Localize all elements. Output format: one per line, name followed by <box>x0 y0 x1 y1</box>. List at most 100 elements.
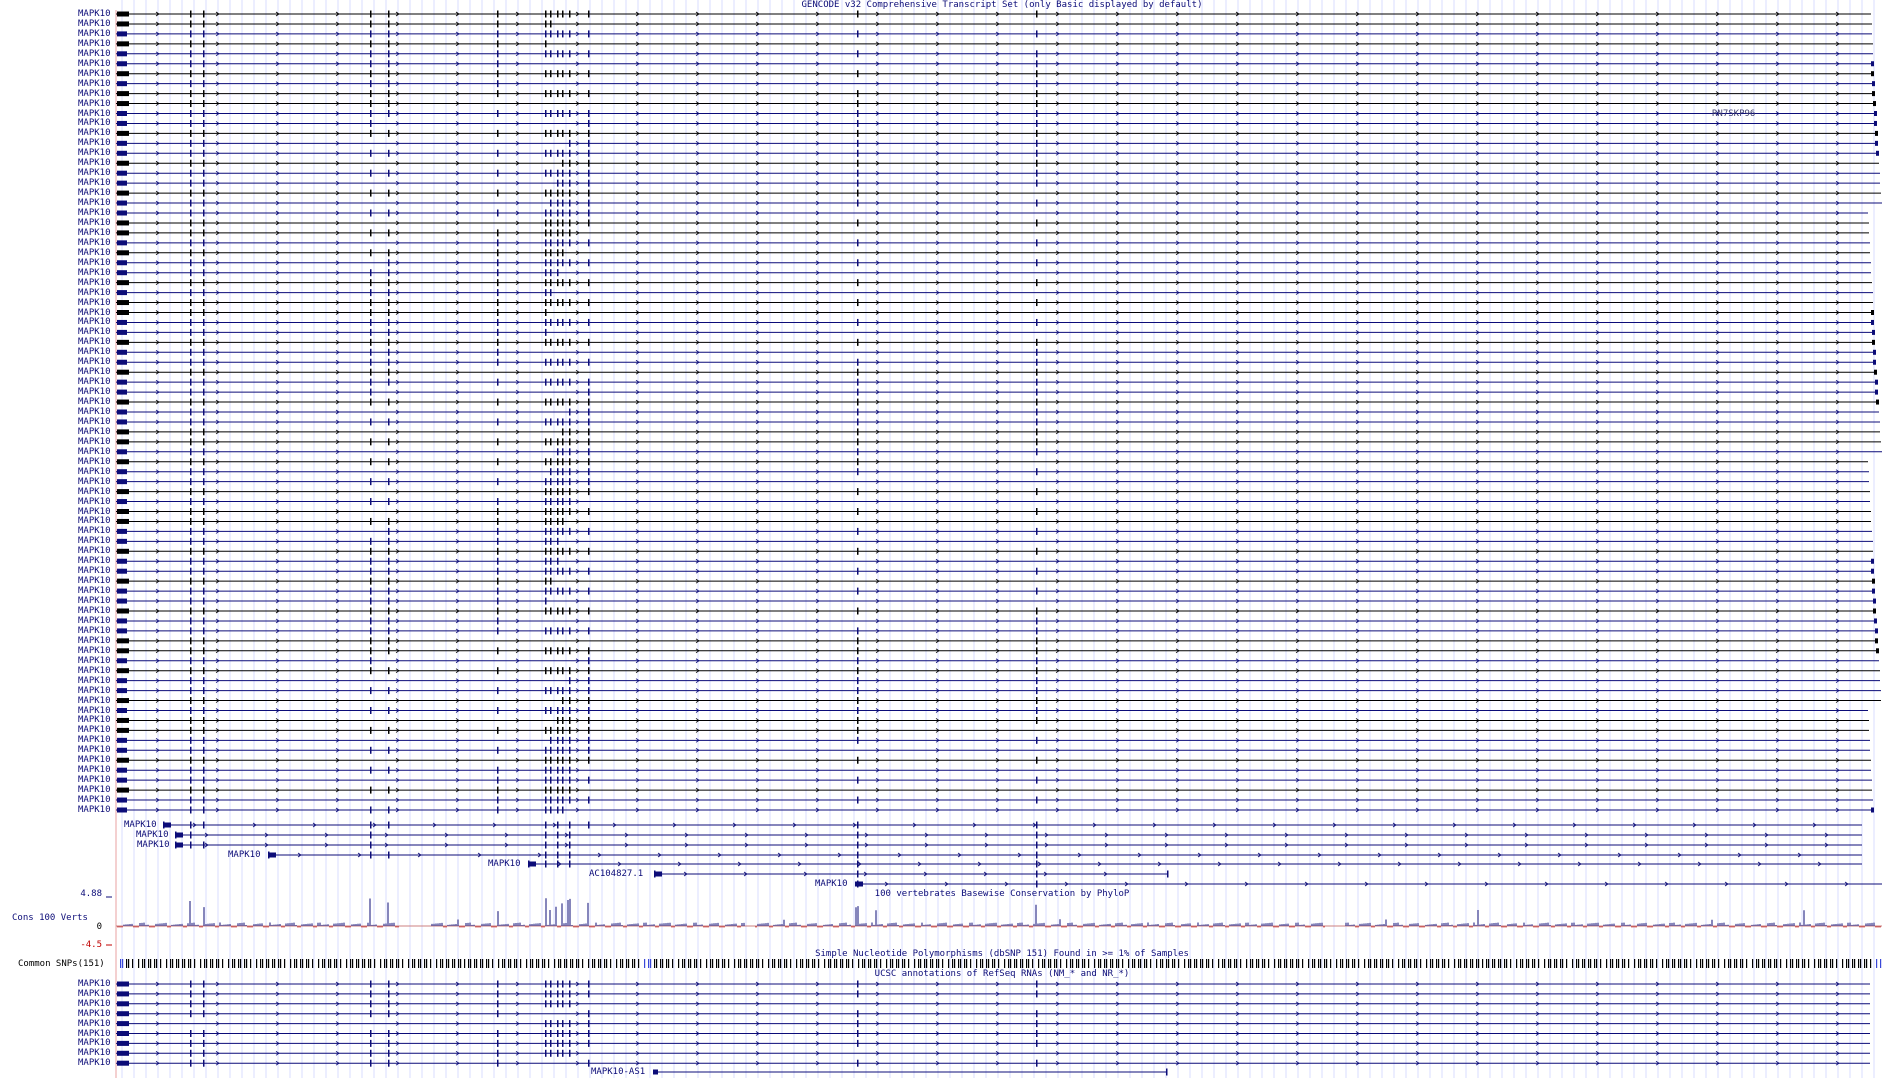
transcript-exon <box>497 806 499 814</box>
strand-arrow <box>1055 41 1060 47</box>
transcript-exon <box>190 20 192 28</box>
transcript-exon <box>117 499 127 505</box>
strand-arrow <box>695 588 700 594</box>
strand-arrow <box>1115 71 1120 77</box>
strand-arrow <box>1295 61 1300 67</box>
transcript-exon <box>562 478 564 486</box>
strand-arrow <box>1835 419 1840 425</box>
transcript-exon <box>588 776 590 784</box>
strand-arrow <box>995 150 1000 156</box>
strand-arrow <box>1115 290 1120 295</box>
strand-arrow <box>864 832 869 838</box>
strand-arrow <box>515 21 520 27</box>
transcript-exon <box>190 687 192 695</box>
transcript-exon <box>497 766 499 774</box>
strand-arrow <box>515 369 520 375</box>
strand-arrow <box>815 21 820 27</box>
strand-arrow <box>1655 539 1660 544</box>
strand-arrow <box>1715 439 1720 445</box>
snp-mark <box>1482 959 1484 968</box>
strand-arrow <box>695 290 700 295</box>
strand-arrow <box>155 61 160 67</box>
transcript-exon <box>497 60 499 68</box>
strand-arrow <box>1055 141 1060 146</box>
strand-arrow <box>1475 51 1480 57</box>
transcript-exon <box>388 418 390 426</box>
strand-arrow <box>575 648 580 654</box>
strand-arrow <box>1415 81 1420 86</box>
snp-mark <box>1298 959 1300 968</box>
strand-arrow <box>515 588 520 594</box>
strand-arrow <box>935 738 940 743</box>
strand-arrow <box>635 787 640 793</box>
strand-arrow <box>1715 71 1720 77</box>
strand-arrow <box>935 439 940 445</box>
transcript-exon <box>569 796 571 804</box>
transcript-exon <box>1036 368 1038 376</box>
strand-arrow <box>1715 51 1720 57</box>
transcript-exon <box>1036 299 1038 307</box>
snp-mark <box>914 959 916 968</box>
strand-arrow <box>695 200 700 206</box>
strand-arrow <box>455 419 460 425</box>
strand-arrow <box>1595 499 1600 504</box>
strand-arrow <box>1655 449 1660 455</box>
snp-mark <box>836 959 838 968</box>
strand-arrow <box>335 499 340 504</box>
strand-arrow <box>815 220 820 226</box>
strand-arrow <box>995 141 1000 146</box>
strand-arrow <box>1115 210 1120 216</box>
snp-mark <box>120 959 122 968</box>
transcript-exon <box>370 30 372 38</box>
strand-arrow <box>1392 822 1397 828</box>
strand-arrow <box>155 419 160 425</box>
strand-arrow <box>1475 718 1480 723</box>
strand-arrow <box>275 340 280 345</box>
transcript-exon <box>190 647 192 655</box>
snp-mark <box>452 959 454 968</box>
strand-arrow <box>215 479 220 484</box>
snp-mark <box>1166 959 1168 968</box>
strand-arrow <box>935 61 940 67</box>
snp-mark <box>436 959 438 968</box>
transcript-exon <box>569 746 571 754</box>
strand-arrow <box>395 399 400 405</box>
transcript-exon <box>497 667 499 675</box>
strand-arrow <box>204 842 209 848</box>
strand-arrow <box>275 369 280 375</box>
transcript-exon <box>1874 120 1877 126</box>
strand-arrow <box>1535 170 1540 176</box>
snp-mark <box>142 959 144 968</box>
transcript-exon <box>370 597 372 605</box>
snp-mark <box>1054 959 1056 968</box>
transcript-exon <box>562 219 564 227</box>
strand-arrow <box>215 51 220 57</box>
strand-arrow <box>935 359 940 365</box>
transcript-exon <box>370 50 372 58</box>
strand-arrow <box>1104 832 1109 838</box>
strand-arrow <box>1235 240 1240 246</box>
strand-arrow <box>395 170 400 176</box>
strand-arrow <box>515 738 520 743</box>
transcript-exon <box>370 358 372 366</box>
strand-arrow <box>1415 180 1420 186</box>
strand-arrow <box>1604 881 1609 887</box>
transcript-exon <box>203 80 205 88</box>
strand-arrow <box>897 852 902 858</box>
strand-arrow <box>1415 539 1420 544</box>
strand-arrow <box>1355 240 1360 246</box>
transcript-exon <box>117 737 127 743</box>
strand-arrow <box>275 11 280 17</box>
strand-arrow <box>695 459 700 465</box>
strand-arrow <box>575 310 580 315</box>
strand-arrow <box>335 180 340 186</box>
strand-arrow <box>275 359 280 365</box>
snp-mark <box>1410 959 1412 968</box>
strand-arrow <box>635 449 640 455</box>
strand-arrow <box>1835 91 1840 96</box>
strand-arrow <box>815 747 820 753</box>
strand-arrow <box>1235 250 1240 256</box>
transcript-exon <box>370 60 372 68</box>
strand-arrow <box>1235 180 1240 186</box>
